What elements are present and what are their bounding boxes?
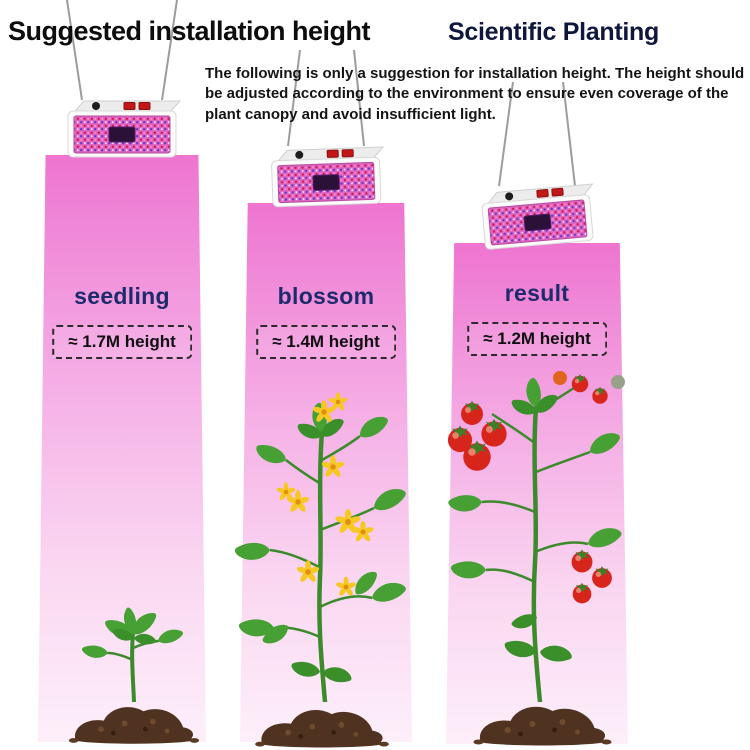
soil-mound-icon (473, 706, 612, 746)
title-installation-height: Suggested installation height (8, 16, 371, 46)
stage-label-blossom: blossom (277, 283, 375, 309)
light-beam-seedling (38, 155, 206, 742)
height-badge-result: ≈ 1.2M height (467, 322, 607, 356)
hanging-wires-icon (66, 0, 178, 100)
tomato-plant-illustration (447, 371, 625, 702)
soil-mound-icon (255, 709, 389, 748)
blossom-plant-illustration (234, 392, 409, 702)
seedling-plant-illustration (80, 606, 185, 702)
stage-label-seedling: seedling (74, 283, 170, 309)
height-badge-blossom: ≈ 1.4M height (256, 325, 396, 359)
soil-mound-icon (68, 707, 200, 744)
hanging-wires-icon (287, 50, 365, 146)
height-badge-seedling: ≈ 1.7M height (52, 325, 192, 359)
stage-label-result: result (504, 280, 570, 306)
grow-light-lamp-icon (67, 100, 182, 158)
subtitle-note: The following is only a suggestion for i… (205, 65, 745, 123)
title-scientific-planting: Scientific Planting (448, 18, 659, 46)
grow-light-lamp-icon (271, 146, 385, 208)
grow-light-lamp-icon (481, 183, 594, 250)
hanging-wires-icon (498, 82, 576, 186)
